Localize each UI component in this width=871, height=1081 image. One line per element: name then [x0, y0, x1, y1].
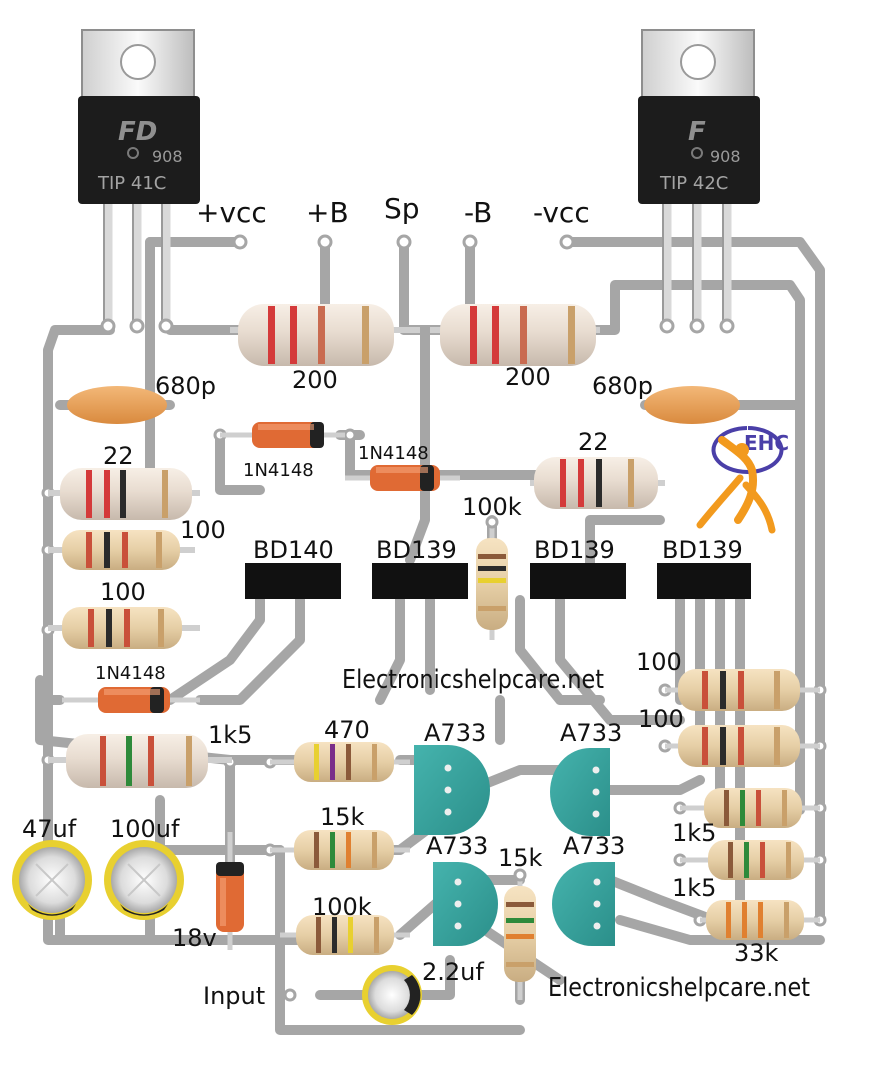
tip42c-logo: F — [688, 117, 706, 147]
transistor-bd139-b — [530, 563, 626, 599]
tip42c-part: TIP 42C — [659, 173, 728, 194]
diode-1n4148-a — [220, 422, 345, 448]
label-neg-vcc: -vcc — [533, 196, 590, 229]
label-r100-right-a: 100 — [636, 648, 682, 676]
label-r100-a: 100 — [180, 516, 226, 544]
transistor-bd140 — [245, 563, 341, 599]
watermark-bottom: Electronicshelpcare.net — [548, 973, 810, 1003]
resistor-100k-bottom — [280, 915, 410, 955]
resistor-1k5-right-a — [680, 788, 820, 828]
label-bd139-b: BD139 — [534, 536, 615, 564]
label-r22-right: 22 — [578, 428, 609, 456]
transistor-bd139-a — [372, 563, 468, 599]
diode-1n4148-c — [62, 687, 200, 713]
label-r1k5-right-b: 1k5 — [672, 874, 716, 902]
resistor-100-right-a — [665, 669, 820, 711]
transistor-bd139-c — [657, 563, 751, 599]
transistor-tip41c: FD 908 TIP 41C — [78, 29, 200, 334]
diode-1n4148-b — [345, 465, 460, 491]
label-r100k-top: 100k — [462, 493, 522, 521]
label-c2-2uf: 2.2uf — [422, 958, 484, 986]
label-d1n4148-a: 1N4148 — [243, 460, 314, 481]
label-d1n4148-c: 1N4148 — [95, 663, 166, 684]
tip42c-date-code: 908 — [710, 147, 741, 166]
label-c680p-right: 680p — [592, 372, 653, 400]
resistor-470 — [270, 742, 410, 782]
label-r1k5-right-a: 1k5 — [672, 819, 716, 847]
diode-zener-18v — [216, 832, 244, 950]
resistor-100k-top — [476, 515, 508, 640]
label-r200-right: 200 — [505, 363, 551, 391]
label-a733-1: A733 — [424, 719, 486, 747]
label-input: Input — [203, 982, 265, 1010]
transistor-a733-3 — [433, 862, 498, 946]
label-r15k-left: 15k — [320, 803, 365, 831]
label-bd139-c: BD139 — [662, 536, 743, 564]
label-bd140: BD140 — [253, 536, 334, 564]
resistor-100-b — [48, 607, 200, 649]
label-sp: Sp — [384, 192, 420, 225]
label-r100-right-b: 100 — [638, 705, 684, 733]
label-r470: 470 — [324, 716, 370, 744]
label-bd139-a: BD139 — [376, 536, 457, 564]
capacitor-680p-right — [644, 386, 740, 424]
label-zener: 18v — [172, 924, 217, 952]
resistor-22-right — [530, 457, 665, 509]
label-a733-3: A733 — [426, 832, 488, 860]
transistor-a733-4 — [552, 862, 615, 946]
resistor-200-right — [430, 304, 600, 366]
ehc-logo-text: EHC — [744, 431, 789, 455]
ehc-logo: EHC — [696, 426, 789, 534]
transistor-tip42c: F 908 TIP 42C — [638, 29, 760, 334]
resistor-33k — [700, 900, 820, 940]
label-neg-b: -B — [464, 196, 492, 229]
watermark-mid: Electronicshelpcare.net — [342, 665, 604, 695]
label-r100-b: 100 — [100, 578, 146, 606]
transistor-a733-2 — [550, 748, 610, 836]
resistor-22-left — [48, 468, 200, 520]
terminal-labels: +vcc +B Sp -B -vcc Input — [196, 192, 590, 1010]
tip41c-date-code: 908 — [152, 147, 183, 166]
resistor-100-right-b — [665, 725, 820, 767]
label-r1k5-left: 1k5 — [208, 721, 252, 749]
capacitor-680p-left — [67, 386, 167, 424]
resistor-200-left — [230, 304, 420, 366]
resistor-1k5-right-b — [680, 840, 820, 880]
label-r100k-bottom: 100k — [312, 893, 372, 921]
label-pos-vcc: +vcc — [196, 196, 267, 229]
label-r15k-mid: 15k — [498, 844, 543, 872]
capacitor-47uf — [12, 840, 92, 920]
label-r22-left: 22 — [103, 442, 134, 470]
resistor-15k-left — [270, 830, 410, 870]
resistor-15k-mid — [504, 868, 536, 1000]
label-d1n4148-b: 1N4148 — [358, 443, 429, 464]
label-c100uf: 100uf — [110, 815, 180, 843]
resistor-100-a — [48, 530, 195, 570]
label-c47uf: 47uf — [22, 815, 77, 843]
label-r33k: 33k — [734, 939, 779, 967]
tip41c-part: TIP 41C — [97, 173, 166, 194]
capacitor-2-2uf — [362, 965, 422, 1025]
label-r200-left: 200 — [292, 366, 338, 394]
label-a733-4: A733 — [563, 832, 625, 860]
capacitor-100uf — [104, 840, 184, 920]
label-a733-2: A733 — [560, 719, 622, 747]
tip41c-logo: FD — [118, 117, 157, 147]
transistor-a733-1 — [414, 745, 490, 835]
label-c680p-left: 680p — [155, 372, 216, 400]
resistor-1k5-left — [48, 734, 232, 788]
label-pos-b: +B — [306, 196, 349, 229]
